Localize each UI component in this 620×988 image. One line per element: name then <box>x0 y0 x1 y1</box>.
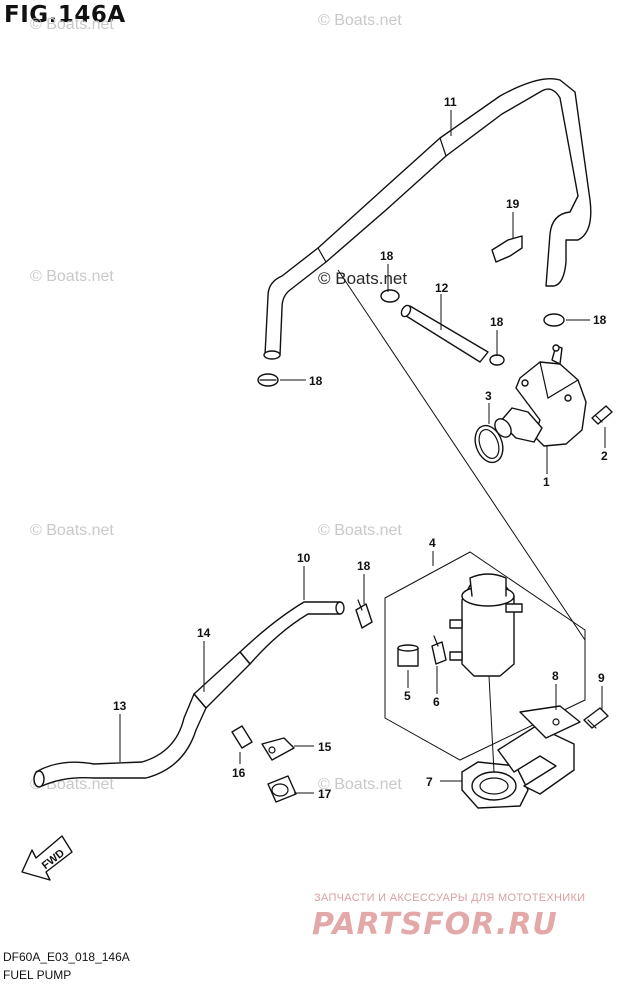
callout-18: 18 <box>309 374 323 388</box>
fwd-arrow: FWD <box>21 835 73 881</box>
o-ring-part-3 <box>474 424 504 464</box>
clamp-part-18-b <box>380 289 400 303</box>
callout-2: 2 <box>601 449 608 463</box>
clip-part-18 <box>355 599 373 629</box>
callout-13: 13 <box>113 699 127 713</box>
bracket-part-15 <box>261 737 295 761</box>
clamp-part-18-c <box>543 313 565 327</box>
callout-9: 9 <box>598 671 605 685</box>
bolt-part-16 <box>231 725 253 749</box>
callout-16: 16 <box>232 766 246 780</box>
diagram-caption: FUEL PUMP <box>3 968 72 982</box>
fuel-pump-part-1 <box>494 344 587 447</box>
callout-8: 8 <box>552 669 559 683</box>
clamp-part-18-a <box>257 373 279 387</box>
callout-18: 18 <box>357 559 371 573</box>
hose-part-11 <box>263 78 592 360</box>
clip-part-6 <box>431 635 447 665</box>
callout-6: 6 <box>433 695 440 709</box>
promo-subtitle: ЗАПЧАСТИ И АКСЕССУАРЫ ДЛЯ МОТОТЕХНИКИ <box>314 892 586 904</box>
leader-lines <box>119 110 606 794</box>
hose-part-14 <box>193 651 251 709</box>
callout-15: 15 <box>318 740 332 754</box>
callout-5: 5 <box>404 689 411 703</box>
diagram-code: DF60A_E03_018_146A <box>3 950 130 964</box>
clamp-part-18-d <box>489 354 505 366</box>
fuel-filter-part-4 <box>449 573 523 677</box>
bracket-part-8 <box>497 705 581 795</box>
callout-18: 18 <box>593 313 607 327</box>
callout-19: 19 <box>506 197 520 211</box>
callout-18: 18 <box>490 315 504 329</box>
plug-part-5 <box>397 644 419 667</box>
bolt-part-9 <box>583 707 609 729</box>
watermark: © Boats.net <box>30 16 114 33</box>
hose-part-10 <box>239 601 345 665</box>
clip-part-19 <box>491 235 523 263</box>
watermark: © Boats.net <box>30 268 114 285</box>
clamp-part-17 <box>267 775 297 803</box>
callout-17: 17 <box>318 787 332 801</box>
watermark: © Boats.net <box>30 522 114 539</box>
watermark: © Boats.net <box>318 776 402 793</box>
callout-labels: 11 19 18 12 18 18 18 3 2 1 4 18 10 14 13… <box>113 95 608 801</box>
callout-3: 3 <box>485 389 492 403</box>
figure-title: FIG.146A <box>4 2 126 28</box>
hose-part-12 <box>400 304 489 363</box>
bracket-ring-part-7 <box>461 761 529 809</box>
bolt-part-2 <box>591 405 613 425</box>
filter-box-outline <box>384 551 586 761</box>
callout-11: 11 <box>444 95 457 109</box>
watermark: © Boats.net <box>318 12 402 29</box>
hose-part-13 <box>33 693 207 788</box>
callout-4: 4 <box>429 536 436 550</box>
watermark: © Boats.net <box>318 522 402 539</box>
callout-7: 7 <box>426 775 433 789</box>
callout-10: 10 <box>297 551 311 565</box>
callout-1: 1 <box>543 475 550 489</box>
callout-14: 14 <box>197 626 211 640</box>
callout-18: 18 <box>380 249 394 263</box>
promo-logo: PARTSFOR.RU <box>312 907 558 942</box>
callout-12: 12 <box>435 281 449 295</box>
